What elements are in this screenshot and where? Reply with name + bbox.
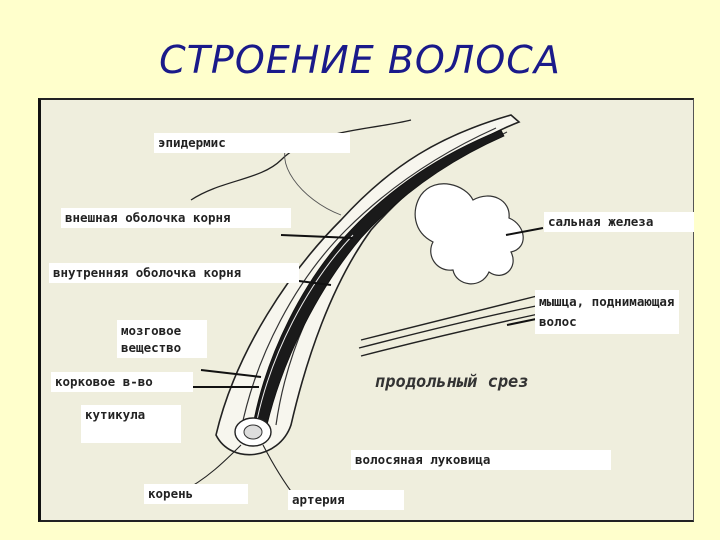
- label-longitudinal-section: продольный срез: [375, 372, 529, 392]
- label-sebaceous-gland: сальная железа: [544, 212, 694, 232]
- label-inner-root-sheath: внутренняя оболочка корня: [49, 263, 299, 283]
- label-artery: артерия: [288, 490, 404, 510]
- label-cuticle: кутикула: [81, 405, 181, 443]
- label-epidermis: эпидермис: [154, 133, 350, 153]
- label-cortex: корковое в-во: [51, 372, 193, 392]
- label-medulla: мозговое вещество: [117, 320, 207, 358]
- page-title: СТРОЕНИЕ ВОЛОСА: [0, 38, 720, 82]
- hair-structure-diagram: эпидермис внешная оболочка корня внутрен…: [38, 98, 694, 522]
- label-arrector-muscle: мышца, поднимающая волос: [535, 290, 679, 334]
- label-root: корень: [144, 484, 248, 504]
- label-outer-root-sheath: внешная оболочка корня: [61, 208, 291, 228]
- label-hair-bulb: волосяная луковица: [351, 450, 611, 470]
